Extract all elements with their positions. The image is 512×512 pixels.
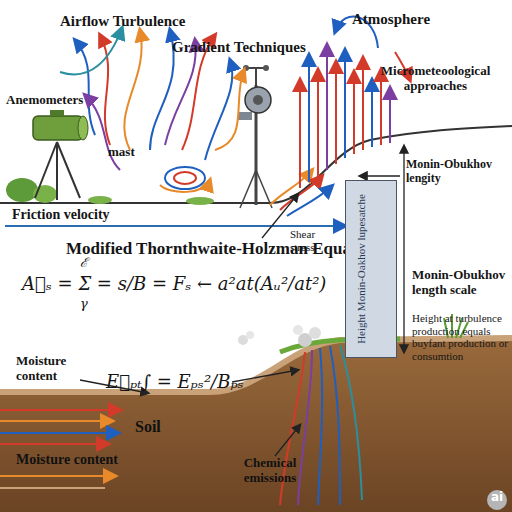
layer-label: Moisture content: [16, 452, 156, 468]
equation: A⃗ₛ = Σ = s/B = Fₛ ← a²at(Aᵤ²/at²): [22, 274, 342, 295]
definition-note: Height at turbulence production equals b…: [412, 312, 508, 363]
equation: E⃗ₚₜ∫ = Eₚₛ²/Bₚₛ: [106, 372, 306, 393]
watermark: ai: [487, 491, 507, 505]
section-heading: Gradient Techniques: [172, 39, 332, 56]
bar-label: Height Monin-Oakhov lupesatche: [355, 184, 387, 354]
section-heading: Atmosphere: [352, 11, 452, 28]
annotation-label: Micrometeoological approaches: [368, 64, 503, 94]
instrument-label: mast: [108, 145, 148, 160]
instrument-label: Anemometers: [6, 93, 106, 108]
annotation-label: Moisture content: [16, 354, 91, 384]
equation-limit: ℰ: [74, 256, 94, 271]
arrow-label: Friction velocity: [12, 207, 162, 223]
section-heading: Airflow Turbulence: [60, 13, 200, 30]
annotation-label: Chemical emissions: [230, 456, 310, 486]
height-bar: Height Monin-Oakhov lupesatche: [345, 180, 397, 358]
annotation-label: Monin-Obukhov lengity: [406, 158, 502, 186]
layer-label: Soil: [135, 418, 185, 436]
annotation-label: Monin-Obukhov length scale: [412, 268, 512, 298]
equation-limit: γ: [74, 297, 94, 312]
